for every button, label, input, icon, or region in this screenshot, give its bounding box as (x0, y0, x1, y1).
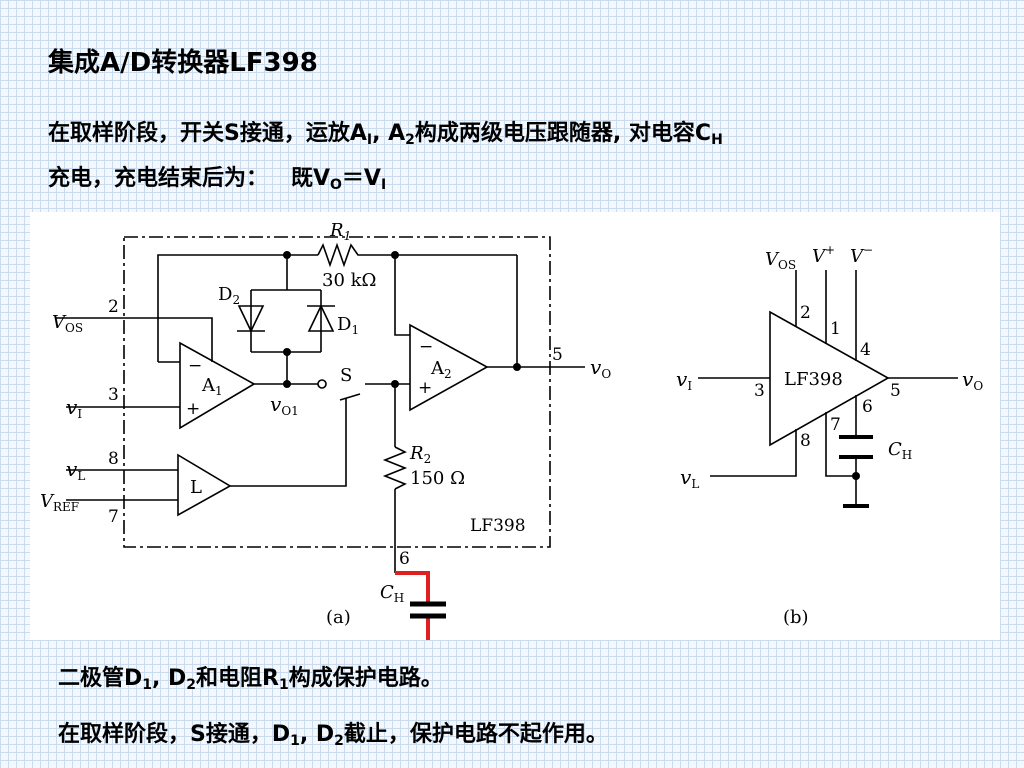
b-pin-3: 3 (754, 381, 765, 401)
vo1-label: vO1 (270, 392, 299, 418)
pin-7-wire (825, 412, 856, 477)
diode-d1 (307, 304, 335, 332)
circuit-diagram: R1 30 kΩ D2 D1 VOS 2 − + A1 − + A2 S 5 v… (40, 220, 983, 650)
junction-dot (391, 380, 399, 388)
text: 在取样阶段，S接通，D (58, 722, 291, 747)
b-chip-label: LF398 (784, 369, 843, 390)
pin-2-label: 2 (108, 297, 119, 317)
b-pin-5: 5 (890, 381, 901, 401)
subscript: I (366, 132, 373, 148)
vl-label: vL (66, 457, 85, 483)
vref-label: VREF (40, 491, 79, 514)
pin-3-label: 3 (108, 385, 119, 405)
b-pin-6: 6 (862, 397, 873, 417)
caption-b: (b) (783, 607, 809, 628)
b-vos-label: VOS (765, 249, 796, 272)
r1-label: R1 (329, 220, 351, 243)
paragraph-2: 二极管D1, D2和电阻R1构成保护电路。 (58, 660, 443, 693)
ch-label: CH (380, 582, 404, 605)
subscript: O (330, 177, 342, 193)
paragraph-1-line-1: 在取样阶段，开关S接通，运放AI, A2构成两级电压跟随器, 对电容CH (48, 115, 723, 148)
junction-dot (513, 363, 521, 371)
pin-6-label: 6 (399, 549, 410, 569)
pin-8-label: 8 (108, 449, 119, 469)
junction-dot (283, 348, 291, 356)
subscript: H (711, 132, 723, 148)
wire-control (230, 398, 347, 487)
b-vo-label: vO (962, 367, 983, 393)
junction-dot (283, 380, 291, 388)
text: ＝V (341, 166, 381, 191)
opamp-a1 (179, 341, 256, 430)
subscript: 2 (334, 733, 344, 749)
text: 构成保护电路。 (288, 666, 443, 691)
junction-dot (391, 251, 399, 259)
vi-label: vI (66, 395, 82, 421)
switch-blade (339, 393, 361, 401)
a2-plus: + (418, 378, 432, 398)
d1-label: D1 (337, 314, 359, 337)
switch-label: S (340, 365, 352, 386)
wire (394, 255, 410, 336)
b-pin-8: 8 (800, 431, 811, 451)
caption-a: (a) (326, 607, 351, 628)
d2-label: D2 (218, 284, 240, 307)
subscript: 1 (290, 733, 300, 749)
b-vplus-label: V+ (812, 243, 835, 267)
r1-resistor (317, 242, 395, 268)
r2-resistor (382, 446, 408, 490)
l-block-label: L (190, 477, 202, 498)
logic-l-block (177, 453, 232, 517)
b-pin-2: 2 (800, 303, 811, 323)
switch-contact (317, 379, 327, 389)
subscript: I (380, 177, 387, 193)
pin-8-wire (710, 429, 797, 477)
a2-minus: − (419, 337, 433, 357)
text: , A (372, 121, 406, 146)
text: 构成两级电压跟随器, 对电容C (414, 121, 712, 146)
b-pin-7: 7 (830, 415, 841, 435)
subscript: 2 (186, 677, 197, 693)
paragraph-1-line-2: 充电，充电结束后为： 既VO＝VI (48, 160, 386, 193)
wire (157, 254, 318, 362)
subscript: 2 (405, 132, 415, 148)
r1-value: 30 kΩ (322, 270, 376, 291)
a1-plus: + (186, 399, 200, 419)
vo-label: vO (590, 355, 611, 381)
wire-vos (55, 317, 213, 362)
text: 和电阻R (196, 666, 279, 691)
text: , D (299, 722, 335, 747)
r2-value: 150 Ω (410, 468, 465, 489)
text: 充电，充电结束后为： 既V (48, 166, 331, 191)
a1-label: A1 (201, 375, 223, 398)
chip-boundary (123, 236, 551, 548)
r2-label: R2 (409, 443, 431, 466)
vos-label: VOS (52, 312, 83, 335)
text: , D (152, 666, 187, 691)
b-ch-label: CH (888, 439, 912, 462)
b-pin-4: 4 (860, 340, 871, 360)
b-vl-label: vL (680, 465, 699, 491)
text: 在取样阶段，开关S接通，运放A (48, 121, 367, 146)
opamp-a2 (409, 323, 489, 412)
a2-label: A2 (430, 358, 452, 381)
junction-dot (283, 251, 291, 259)
diode-d2 (237, 305, 265, 333)
subscript: 1 (142, 677, 153, 693)
chip-label: LF398 (470, 516, 526, 536)
pin-7-label: 7 (108, 507, 119, 527)
a1-minus: − (188, 356, 202, 376)
b-vminus-label: V− (850, 243, 873, 267)
circuit-figure: R1 30 kΩ D2 D1 VOS 2 − + A1 − + A2 S 5 v… (30, 212, 1000, 650)
b-pin-1: 1 (830, 319, 841, 339)
page-title: 集成A/D转换器LF398 (48, 48, 318, 78)
text: 截止，保护电路不起作用。 (343, 722, 608, 747)
junction-dot (852, 472, 860, 480)
b-vi-label: vI (676, 367, 692, 393)
pin-5-label: 5 (552, 345, 563, 365)
paragraph-3: 在取样阶段，S接通，D1, D2截止，保护电路不起作用。 (58, 716, 608, 749)
subscript: 1 (279, 677, 289, 693)
text: 二极管D (58, 666, 143, 691)
